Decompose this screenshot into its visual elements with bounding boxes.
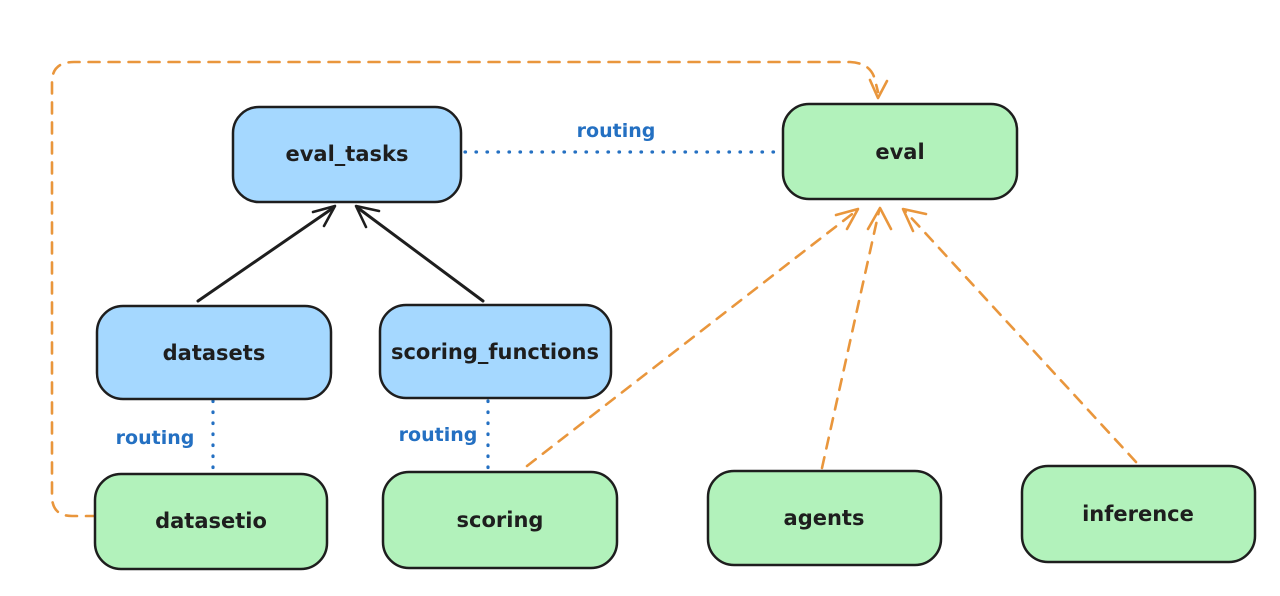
node-label: agents — [784, 506, 865, 530]
edge-agents-to-eval-path — [820, 209, 881, 470]
node-scoring-functions: scoring_functions — [378, 303, 613, 400]
node-inference: inference — [1020, 464, 1257, 564]
edge-datasets-to-eval-tasks-path — [196, 206, 335, 303]
routing-label: routing — [399, 424, 478, 446]
node-datasetio: datasetio — [93, 472, 329, 571]
node-scoring: scoring — [381, 470, 619, 570]
arrowhead-icon — [834, 207, 860, 231]
edge-datasets-to-eval-tasks — [196, 204, 337, 303]
node-agents: agents — [706, 469, 943, 567]
datasetio-box — [93, 472, 329, 571]
node-label: datasetio — [155, 509, 267, 533]
edge-inference-to-eval — [901, 207, 1138, 464]
arrowhead-icon — [901, 207, 928, 233]
node-label: eval_tasks — [286, 142, 409, 166]
datasets-box — [95, 304, 333, 401]
scoring-box — [381, 470, 619, 570]
node-label: scoring_functions — [391, 340, 599, 364]
node-eval: eval — [781, 102, 1019, 201]
edge-scoring-to-eval — [525, 207, 860, 468]
edge-datasets-to-datasetio-routing: routing — [116, 399, 215, 473]
edge-datasetio-to-eval-loop — [50, 60, 889, 518]
node-datasets: datasets — [95, 304, 333, 401]
edge-agents-to-eval — [820, 206, 893, 470]
edge-eval-tasks-to-eval-routing: routing — [463, 120, 783, 154]
edge-scoring-functions-to-eval-tasks-path — [356, 206, 485, 303]
edge-inference-to-eval-path — [903, 209, 1138, 464]
node-label: inference — [1082, 502, 1194, 526]
edge-scoring-functions-to-eval-tasks — [354, 204, 485, 303]
agents-box — [706, 469, 943, 567]
scoring-functions-box — [378, 303, 613, 400]
edge-scoring-functions-to-scoring-routing: routing — [399, 399, 490, 470]
inference-box — [1020, 464, 1257, 564]
arrowhead-icon — [354, 204, 381, 229]
node-label: eval — [875, 140, 924, 164]
routing-label: routing — [116, 427, 195, 449]
arrowhead-down-icon — [868, 78, 889, 100]
arrowhead-icon — [311, 204, 337, 228]
node-label: datasets — [163, 341, 266, 365]
arrowhead-icon — [866, 206, 893, 231]
routing-label: routing — [577, 120, 656, 142]
eval-tasks-box — [231, 105, 463, 204]
edge-scoring-to-eval-path — [525, 209, 858, 468]
eval-box — [781, 102, 1019, 201]
node-label: scoring — [457, 508, 544, 532]
node-eval-tasks: eval_tasks — [231, 105, 463, 204]
edge-datasetio-to-eval-path — [50, 60, 880, 518]
